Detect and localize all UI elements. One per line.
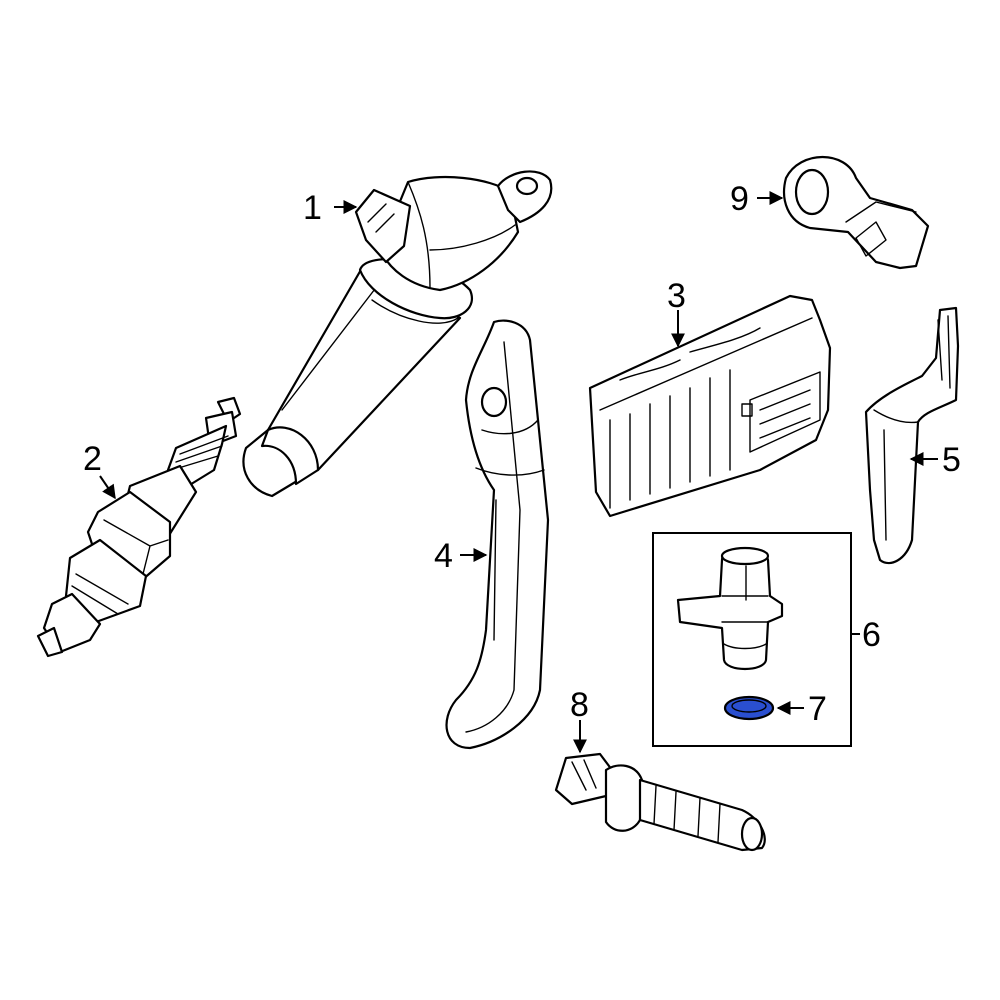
callout-5: 5 xyxy=(942,441,961,479)
callout-6: 6 xyxy=(862,616,881,654)
callout-2: 2 xyxy=(83,440,102,478)
control-module-icon[interactable] xyxy=(588,294,832,518)
callout-8: 8 xyxy=(570,686,589,724)
callout-7: 7 xyxy=(808,690,827,728)
ignition-coil-icon[interactable] xyxy=(242,170,553,498)
crankshaft-sensor-icon[interactable] xyxy=(554,752,766,852)
callout-9: 9 xyxy=(730,180,749,218)
callout-1: 1 xyxy=(303,189,322,227)
callout-4: 4 xyxy=(434,537,453,575)
bracket-icon[interactable] xyxy=(445,319,550,750)
camshaft-sensor-icon[interactable] xyxy=(676,546,784,671)
o-ring-icon[interactable] xyxy=(723,695,775,721)
knock-sensor-icon[interactable] xyxy=(782,156,930,270)
bracket-icon[interactable] xyxy=(864,306,960,565)
assembly-frame xyxy=(652,532,852,747)
spark-plug-icon[interactable] xyxy=(36,396,242,658)
callout-3: 3 xyxy=(667,277,686,315)
